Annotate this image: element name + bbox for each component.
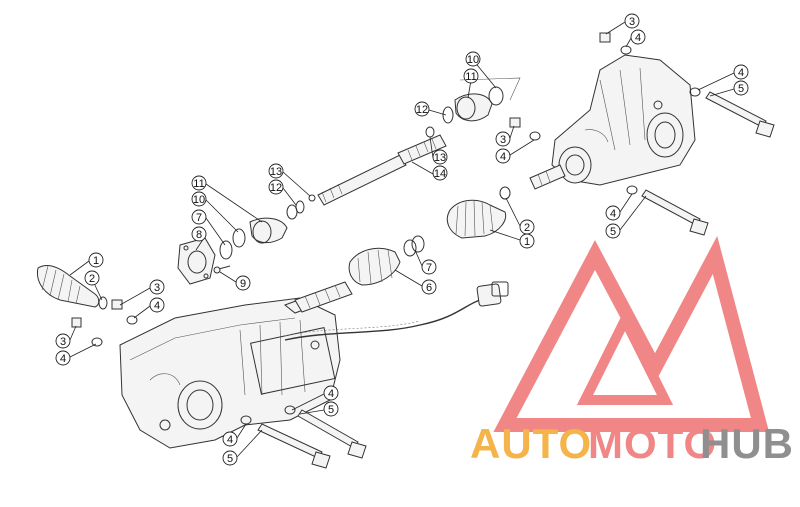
callout-3-rear-top: 3 [605,13,640,35]
svg-text:12: 12 [416,104,428,116]
callout-4-rear-mid: 4 [495,139,535,164]
svg-text:4: 4 [227,434,233,446]
flange-plate [177,237,231,285]
callout-9: 9 [219,271,251,291]
front-output-shaft [294,281,353,313]
middle-seal-stack [219,194,316,260]
callout-3-left: 3 [119,279,165,306]
svg-text:13: 13 [270,166,282,178]
callout-4-left: 4 [133,297,165,319]
logo-triangle-shape [493,235,770,432]
callout-5-front-b: 5 [222,429,263,466]
callout-4-rear-right: 4 [697,64,749,91]
rear-hardware [509,32,775,236]
svg-text:7: 7 [196,212,202,224]
propeller-shaft [317,126,447,206]
left-nut-washer [71,299,138,347]
svg-text:9: 9 [240,278,246,290]
rear-cv-boot [446,186,511,239]
callout-4-leftlow: 4 [55,343,97,366]
callout-12-front: 12 [268,179,297,206]
watermark-moto-text: MOTO [588,420,717,467]
watermark-hub-text: HUB [700,420,794,467]
svg-text:3: 3 [629,16,635,28]
callout-3-leftlow: 3 [55,325,77,349]
front-cv-boot-left [36,265,108,310]
callout-4-rear-bolt: 4 [605,193,633,221]
svg-text:5: 5 [738,83,744,95]
rear-pinion-stub [529,164,566,190]
svg-text:11: 11 [193,178,204,190]
svg-text:12: 12 [270,182,282,194]
callout-4-rear-top: 4 [625,29,646,48]
svg-text:7: 7 [426,262,432,274]
wiring-harness [284,281,509,341]
front-bolts [240,405,367,469]
svg-text:3: 3 [60,336,66,348]
callout-1-rear: 1 [489,229,535,249]
watermark-logo: AUTO MOTO HUB [470,235,794,467]
svg-text:4: 4 [610,208,616,220]
svg-text:10: 10 [467,54,479,66]
callout-11-front: 11 [191,175,263,223]
callout-5-rear-bolt: 5 [605,195,647,239]
callout-4-front-b: 4 [222,423,247,447]
mid-boot-assembly [348,235,425,286]
svg-text:14: 14 [434,168,446,180]
rear-seal-stack [442,77,521,124]
callout-12-rear: 12 [414,101,447,117]
svg-text:1: 1 [524,236,530,248]
callout-2-rear: 2 [505,197,535,235]
callout-labels: 1 2 3 4 3 4 4 5 4 5 6 7 8 9 7 10 11 12 1… [55,13,749,466]
callout-7-front: 7 [191,209,226,246]
rear-gear-case [551,54,696,186]
callout-6: 6 [394,269,437,295]
svg-text:8: 8 [196,229,202,241]
svg-text:4: 4 [738,67,744,79]
logo-inner-triangle [576,308,674,405]
svg-text:4: 4 [328,388,334,400]
callout-5-front-a: 5 [299,401,339,417]
callout-8: 8 [191,226,207,251]
svg-text:4: 4 [500,151,506,163]
callout-13-rear: 13 [429,136,448,165]
callout-3-rear-mid: 3 [495,125,515,147]
watermark-auto-text: AUTO [470,420,592,467]
svg-text:4: 4 [60,353,66,365]
callout-13-front: 13 [268,163,311,197]
svg-text:11: 11 [465,71,476,83]
callout-4-front-a: 4 [291,385,339,411]
svg-text:3: 3 [500,134,506,146]
svg-text:2: 2 [524,222,530,234]
front-gear-case [119,291,341,449]
svg-text:3: 3 [154,282,160,294]
callout-1-left: 1 [69,252,104,276]
svg-text:5: 5 [328,404,334,416]
callout-10-rear: 10 [465,51,497,89]
callout-14: 14 [411,161,448,181]
svg-text:4: 4 [635,32,641,44]
svg-text:2: 2 [89,273,95,285]
svg-text:6: 6 [426,282,432,294]
svg-text:1: 1 [93,255,99,267]
svg-text:5: 5 [227,453,233,465]
svg-text:5: 5 [610,226,616,238]
svg-text:13: 13 [434,152,446,164]
svg-text:4: 4 [154,300,160,312]
callout-11-rear: 11 [463,68,479,99]
callout-2-left: 2 [84,270,103,301]
callout-5-rear-right: 5 [709,80,749,97]
callout-7-mid: 7 [414,249,437,275]
svg-text:10: 10 [193,194,205,206]
callout-10-front: 10 [191,191,239,233]
